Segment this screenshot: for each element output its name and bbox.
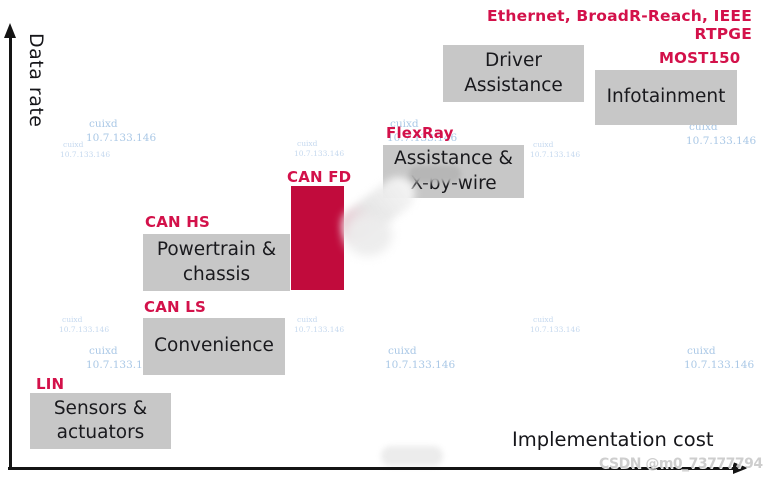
label-can-hs: CAN HS [145, 213, 210, 231]
x-axis-line [8, 467, 736, 470]
label-lin: LIN [36, 375, 65, 393]
box-convenience: Convenience [143, 318, 285, 375]
csdn-watermark: CSDN @m0_73777794 [599, 456, 763, 472]
label-can-fd: CAN FD [287, 168, 352, 186]
label-flexray: FlexRay [386, 124, 454, 142]
label-ethernet-broadr-reach: Ethernet, BroadR-Reach, IEEE RTPGE [486, 7, 752, 43]
y-axis-line [9, 36, 12, 470]
x-axis-label: Implementation cost [512, 428, 714, 451]
x-axis-arrow-icon [733, 462, 748, 474]
can-fd-bar [291, 186, 344, 290]
box-driver-assistance: Driver Assistance [443, 45, 584, 102]
label-can-ls: CAN LS [144, 298, 206, 316]
y-axis-arrow-icon [4, 23, 16, 38]
label-most150: MOST150 [659, 49, 741, 67]
smudge-artifact [381, 446, 443, 466]
box-infotainment: Infotainment [595, 70, 737, 125]
smudge-artifact [344, 214, 392, 256]
y-axis-label: Data rate [25, 33, 47, 128]
smudge-artifact [409, 166, 461, 182]
box-sensors-actuators: Sensors & actuators [30, 393, 171, 449]
box-powertrain-chassis: Powertrain & chassis [143, 234, 290, 291]
